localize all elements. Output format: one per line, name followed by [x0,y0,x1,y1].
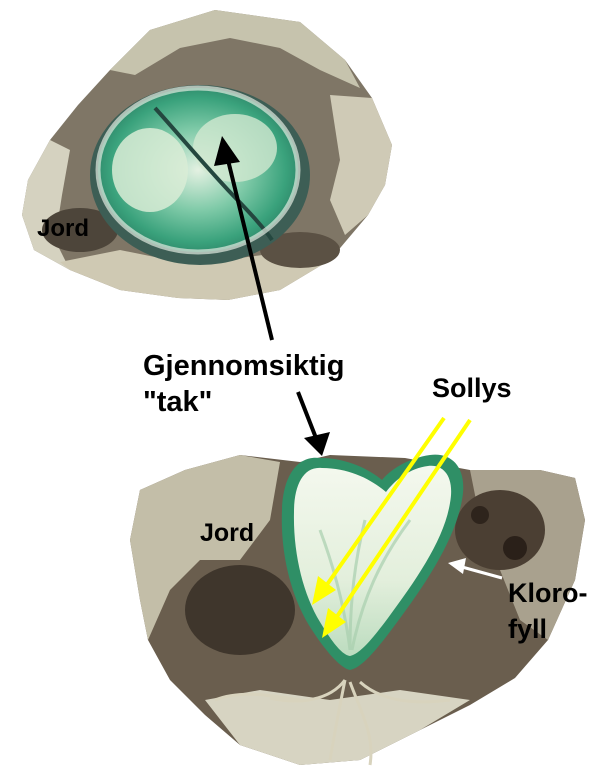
label-transparent-window: Gjennomsiktig "tak" [143,348,344,420]
bottom-pebble-1 [503,536,527,560]
top-leaf-window-left [112,128,188,212]
bottom-soil-dark-patch-2 [455,490,545,570]
label-soil-bottom: Jord [200,520,254,546]
bottom-soil-dark-patch [185,565,295,655]
label-sunlight: Sollys [432,374,512,402]
top-soil-right-light [330,95,392,235]
bottom-pebble-2 [471,506,489,524]
label-transparent-window-line2: "tak" [143,384,344,420]
label-chlorophyll: Kloro- fyll [508,575,587,647]
window-arrow-down-head [304,432,330,456]
label-soil-top: Jord [37,216,89,241]
top-leaf-window-right [193,114,277,182]
label-chlorophyll-line2: fyll [508,611,587,647]
label-chlorophyll-line1: Kloro- [508,575,587,611]
label-transparent-window-line1: Gjennomsiktig [143,348,344,384]
top-view-plant [22,10,392,300]
